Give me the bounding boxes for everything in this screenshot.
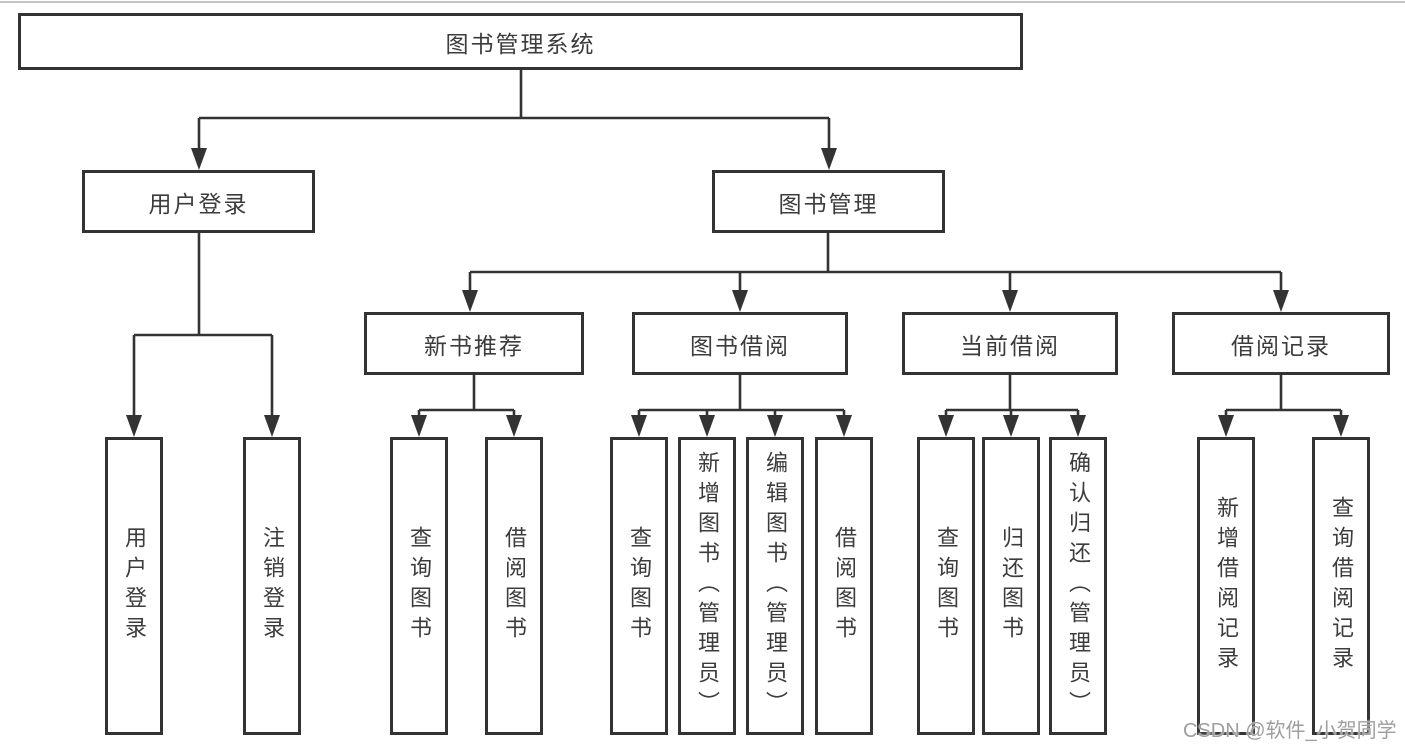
node-label: 新书推荐 — [424, 332, 524, 359]
node-leaf-edit-books-admin: 编辑图书（管理员） — [746, 437, 804, 735]
node-label: 编辑图书（管理员） — [763, 451, 788, 721]
node-leaf-add-borrow-record: 新增借阅记录 — [1197, 437, 1255, 735]
node-new-book-recommendation: 新书推荐 — [364, 312, 584, 375]
node-leaf-borrow-books-2: 借阅图书 — [815, 437, 873, 735]
node-label: 借阅图书 — [502, 526, 527, 646]
node-label: 用户登录 — [122, 526, 147, 646]
arrowheads — [126, 148, 1349, 437]
node-label: 图书管理系统 — [445, 30, 596, 57]
node-label: 注销登录 — [260, 526, 285, 646]
node-leaf-confirm-return-admin: 确认归还（管理员） — [1049, 437, 1107, 735]
node-label: 借阅图书 — [832, 526, 857, 646]
node-label: 查询图书 — [407, 526, 432, 646]
watermark-text: CSDN @软件_小贺同学 — [1183, 720, 1397, 742]
node-label: 借阅记录 — [1231, 332, 1331, 359]
node-label: 图书借阅 — [690, 332, 790, 359]
node-leaf-query-borrow-record: 查询借阅记录 — [1312, 437, 1370, 735]
node-label: 新增图书（管理员） — [695, 451, 720, 721]
node-label: 查询借阅记录 — [1329, 496, 1354, 676]
node-leaf-user-login: 用户登录 — [105, 437, 163, 735]
node-borrowing-records: 借阅记录 — [1172, 312, 1390, 375]
node-leaf-return-books: 归还图书 — [982, 437, 1040, 735]
node-leaf-logout: 注销登录 — [243, 437, 301, 735]
node-label: 用户登录 — [148, 190, 249, 217]
node-leaf-query-books-1: 查询图书 — [390, 437, 448, 735]
node-label: 查询图书 — [934, 526, 959, 646]
node-label: 查询图书 — [627, 526, 652, 646]
node-leaf-add-books-admin: 新增图书（管理员） — [678, 437, 736, 735]
top-border-line — [0, 1, 1405, 3]
node-label: 新增借阅记录 — [1214, 496, 1239, 676]
node-leaf-query-books-2: 查询图书 — [610, 437, 668, 735]
node-library-management-system: 图书管理系统 — [18, 13, 1023, 70]
node-current-borrowing: 当前借阅 — [902, 312, 1118, 375]
node-leaf-query-books-3: 查询图书 — [917, 437, 975, 735]
node-label: 图书管理 — [778, 190, 879, 217]
node-label: 确认归还（管理员） — [1066, 451, 1091, 721]
node-label: 当前借阅 — [960, 332, 1060, 359]
node-user-login: 用户登录 — [82, 170, 315, 233]
node-leaf-borrow-books-1: 借阅图书 — [485, 437, 543, 735]
node-book-borrowing: 图书借阅 — [632, 312, 848, 375]
node-book-management: 图书管理 — [712, 170, 945, 233]
node-label: 归还图书 — [999, 526, 1024, 646]
